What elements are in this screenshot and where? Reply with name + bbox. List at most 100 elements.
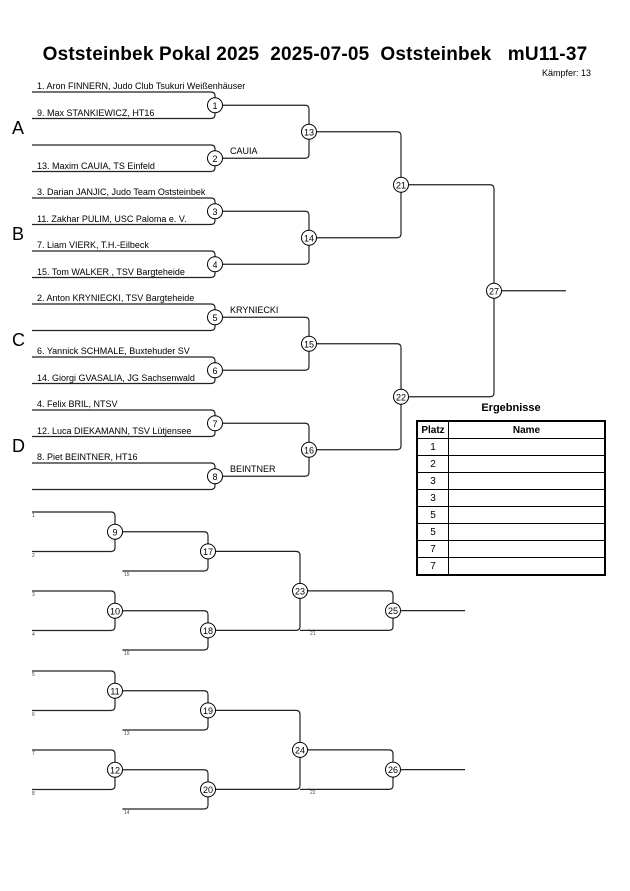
competitor-name: 4. Felix BRIL, NTSV <box>37 399 118 409</box>
result-place: 2 <box>416 455 449 473</box>
match-circle <box>301 441 317 458</box>
bracket-line <box>32 511 116 553</box>
match-circle <box>486 282 502 299</box>
match-circle <box>107 682 123 699</box>
match-node: 12 <box>107 761 123 778</box>
match-circle <box>200 702 216 719</box>
slot-number: 7 <box>32 751 35 757</box>
slot-number: 6 <box>32 711 35 718</box>
results-row: 5 <box>416 506 606 524</box>
header-place: Platz <box>416 420 449 439</box>
match-number: 2 <box>212 154 217 164</box>
match-number: 4 <box>212 260 217 270</box>
match-number: 24 <box>295 745 305 755</box>
bracket-line <box>215 709 301 790</box>
competitor-name: 15. Tom WALKER , TSV Bargteheide <box>37 266 185 277</box>
bracket-line <box>32 303 216 332</box>
bracket-line <box>222 316 310 371</box>
competitor-name: 14. Giorgi GVASALIA, JG Sachsenwald <box>37 372 195 383</box>
bracket-line <box>122 610 209 651</box>
bracket-line <box>32 749 116 791</box>
result-place: 7 <box>416 540 449 558</box>
match-number: 1 <box>212 101 217 111</box>
match-circle <box>207 256 223 273</box>
results-row: 7 <box>416 557 606 576</box>
bracket-line <box>408 184 495 398</box>
match-circle <box>207 309 223 326</box>
competitor-name: 8. Piet BEINTNER, HT16 <box>37 452 138 462</box>
match-circle <box>107 523 123 540</box>
match-circle <box>393 388 409 405</box>
result-place: 1 <box>416 438 449 456</box>
competitor-name: 12. Luca DIEKAMANN, TSV Lütjensee <box>37 425 192 436</box>
bracket-line <box>32 590 116 632</box>
result-name <box>448 557 606 576</box>
header-name: Name <box>448 420 606 439</box>
match-node: 19 <box>200 702 216 719</box>
match-circle <box>207 150 223 167</box>
results-title: Ergebnisse <box>481 402 541 414</box>
match-circle <box>385 602 401 619</box>
match-number: 26 <box>388 765 398 775</box>
bracket-line <box>307 749 394 790</box>
slot-number: 2 <box>32 552 35 559</box>
match-node: 23 <box>292 582 308 599</box>
match-number: 16 <box>304 445 314 455</box>
match-node: 6 <box>207 362 223 379</box>
bracket-line <box>122 769 209 810</box>
competitor-name: 7. Liam VIERK, T.H.-Eilbeck <box>37 240 149 250</box>
competitor-name: 9. Max STANKIEWICZ, HT16 <box>37 107 155 118</box>
match-circle <box>107 602 123 619</box>
match-circle <box>385 761 401 778</box>
result-name <box>448 489 606 507</box>
pool-label: B <box>12 224 25 244</box>
competitor-name: 1. Aron FINNERN, Judo Club Tsukuri Weiße… <box>37 81 246 91</box>
results-row: 1 <box>416 438 606 456</box>
match-circle <box>393 176 409 193</box>
match-node: 15 <box>301 335 317 352</box>
page-title: Oststeinbek Pokal 2025 2025-07-05 Ostste… <box>42 44 588 65</box>
bracket-line <box>316 131 402 239</box>
result-name <box>448 540 606 558</box>
match-number: 19 <box>203 706 213 716</box>
match-circle <box>207 415 223 432</box>
match-number: 5 <box>212 313 217 323</box>
result-place: 3 <box>416 472 449 490</box>
match-node: 18 <box>200 622 216 639</box>
match-node: 1 <box>207 97 223 114</box>
advanced-winner-name: KRYNIECKI <box>230 305 279 316</box>
match-circle <box>207 97 223 114</box>
match-number: 17 <box>203 547 213 557</box>
match-node: 21 <box>393 176 409 193</box>
result-name <box>448 523 606 541</box>
results-header-row: Platz Name <box>416 420 606 439</box>
match-number: 20 <box>203 785 213 795</box>
match-node: 9 <box>107 523 123 540</box>
match-node: 26 <box>385 761 401 778</box>
match-node: 16 <box>301 441 317 458</box>
slot-number: 14 <box>124 810 130 816</box>
slot-number: 15 <box>124 572 130 578</box>
match-node: 24 <box>292 741 308 758</box>
match-number: 11 <box>110 686 119 696</box>
match-node: 5 <box>207 309 223 326</box>
match-number: 23 <box>295 586 305 596</box>
match-number: 8 <box>212 472 217 482</box>
pool-label: C <box>12 330 25 350</box>
competitor-name: 6. Yannick SCHMALE, Buxtehuder SV <box>37 346 190 356</box>
match-number: 3 <box>212 207 217 217</box>
slot-number: 21 <box>310 631 316 638</box>
match-number: 18 <box>203 626 213 636</box>
match-circle <box>292 582 308 599</box>
match-node: 14 <box>301 229 317 246</box>
results-row: 3 <box>416 489 606 507</box>
match-circle <box>292 741 308 758</box>
result-place: 3 <box>416 489 449 507</box>
match-number: 6 <box>212 366 217 376</box>
match-circle <box>207 362 223 379</box>
slot-number: 8 <box>32 790 35 797</box>
match-number: 12 <box>110 765 120 775</box>
slot-number: 3 <box>32 592 35 598</box>
bracket-line <box>32 670 116 712</box>
slot-number: 4 <box>32 631 35 638</box>
